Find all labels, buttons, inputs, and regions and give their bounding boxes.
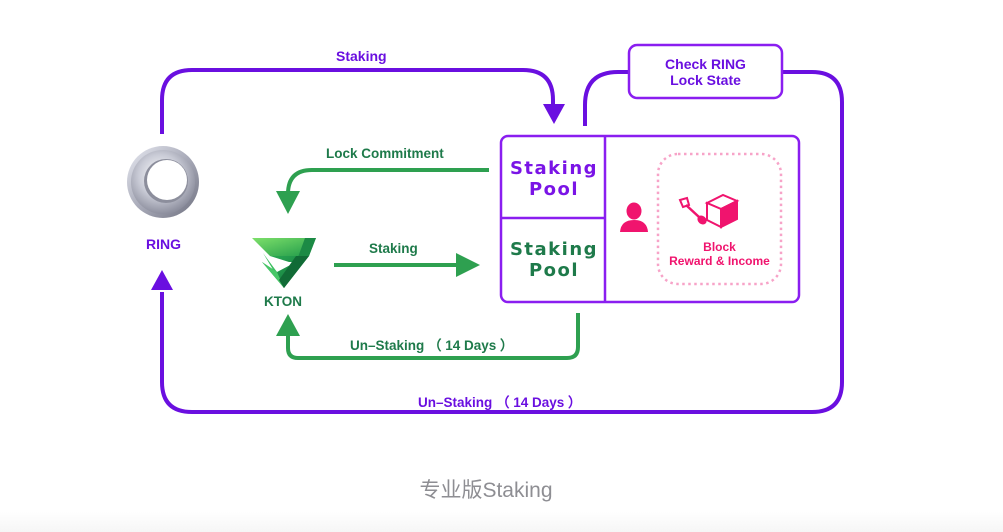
lock-commitment-arrow	[286, 168, 489, 195]
top-staking-label: Staking	[336, 48, 387, 64]
kton-staking-label: Staking	[369, 241, 418, 256]
kton-unstaking-arrowhead	[276, 314, 300, 336]
reward-area	[656, 152, 783, 286]
pool-bottom-line1: Staking	[509, 239, 599, 260]
ring-staking-arrowhead	[543, 104, 565, 124]
kton-unstaking-arrow	[286, 313, 580, 360]
ring-token-icon	[127, 146, 199, 218]
check-ring-line2: Lock State	[670, 72, 741, 88]
kton-token-icon	[252, 238, 316, 288]
kton-staking-arrowhead	[456, 253, 480, 277]
ring-staking-arrow	[160, 68, 555, 134]
kton-label: KTON	[264, 294, 303, 309]
ring-unstaking-loop	[160, 70, 844, 414]
footer-fade	[0, 512, 1003, 532]
pool-bottom-line2: Pool	[528, 260, 580, 281]
reward-line2: Reward & Income	[669, 254, 770, 268]
staking-pool-bottom-label: Staking Pool	[503, 239, 605, 281]
check-ring-box	[627, 43, 784, 100]
ring-unstaking-label: Un–Staking （ 14 Days ）	[418, 395, 582, 410]
check-ring-label: Check RING Lock State	[629, 56, 782, 88]
ring-label: RING	[146, 236, 181, 252]
lock-commitment-arrowhead	[276, 191, 300, 214]
shovel-icon	[678, 196, 707, 225]
block-reward-label: Block Reward & Income	[658, 240, 781, 268]
kton-unstaking-label: Un–Staking （ 14 Days ）	[350, 338, 514, 353]
staking-pool-top-label: Staking Pool	[503, 158, 605, 200]
figure-caption: 专业版Staking	[419, 479, 553, 502]
ring-unstaking-arrowhead	[151, 270, 173, 290]
pool-top-line1: Staking	[509, 158, 599, 179]
user-icon	[620, 202, 648, 232]
lock-commitment-label: Lock Commitment	[326, 146, 444, 161]
check-lock-loop	[583, 70, 630, 126]
check-ring-line1: Check RING	[665, 56, 746, 72]
pool-top-line2: Pool	[528, 179, 580, 200]
reward-line1: Block	[703, 240, 736, 254]
block-cube-icon	[704, 193, 740, 229]
